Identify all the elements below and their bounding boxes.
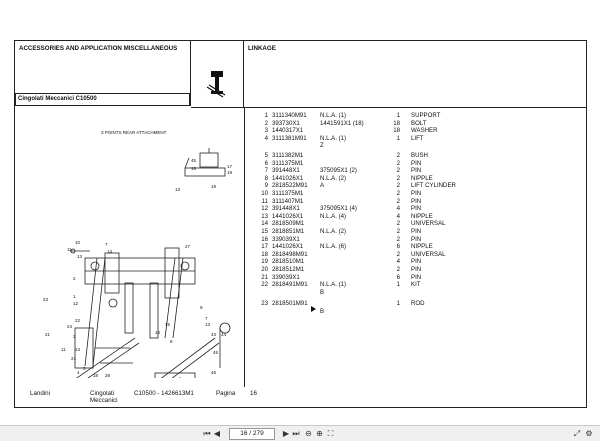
exploded-diagram: 3 POINTS REAR ATTACHMENT bbox=[15, 108, 253, 441]
svg-text:13: 13 bbox=[75, 347, 81, 352]
svg-text:46: 46 bbox=[211, 370, 217, 375]
svg-text:13: 13 bbox=[205, 322, 211, 327]
fullscreen-icon[interactable]: ⤢ bbox=[573, 429, 581, 438]
svg-text:9: 9 bbox=[200, 305, 203, 310]
svg-text:13: 13 bbox=[175, 187, 181, 192]
svg-text:23: 23 bbox=[43, 297, 49, 302]
first-page-icon[interactable]: ⏮ bbox=[203, 429, 211, 438]
model-label: Cingolati Meccanici C10500 bbox=[15, 93, 190, 106]
svg-text:3: 3 bbox=[83, 366, 86, 371]
prev-page-icon[interactable]: ◀ bbox=[213, 429, 221, 438]
zoom-in-icon[interactable]: ⊕ bbox=[316, 429, 323, 438]
svg-text:3: 3 bbox=[73, 334, 76, 339]
svg-text:21: 21 bbox=[45, 332, 51, 337]
svg-text:8: 8 bbox=[170, 339, 173, 344]
next-page-icon[interactable]: ▶ bbox=[282, 429, 290, 438]
svg-text:45: 45 bbox=[191, 158, 197, 163]
page-number-input[interactable]: 16 / 279 bbox=[229, 428, 275, 440]
section-header: ACCESSORIES AND APPLICATION MISCELLANEOU… bbox=[15, 41, 191, 94]
group-header: LINKAGE bbox=[244, 41, 586, 108]
group-title: LINKAGE bbox=[248, 45, 276, 52]
svg-text:2: 2 bbox=[73, 276, 76, 281]
column-divider bbox=[244, 107, 245, 387]
svg-text:27: 27 bbox=[185, 244, 191, 249]
svg-text:19: 19 bbox=[227, 170, 233, 175]
svg-text:10: 10 bbox=[75, 240, 81, 245]
footer-page-number: 16 bbox=[250, 390, 257, 397]
svg-text:1: 1 bbox=[73, 294, 76, 299]
section-title: ACCESSORIES AND APPLICATION MISCELLANEOU… bbox=[19, 45, 178, 52]
footer-catalog: C10500 - 1426613M1 bbox=[134, 390, 194, 397]
svg-text:14: 14 bbox=[107, 249, 113, 254]
svg-text:16: 16 bbox=[155, 330, 161, 335]
svg-text:11: 11 bbox=[61, 347, 66, 352]
svg-text:11: 11 bbox=[67, 247, 72, 252]
svg-text:18: 18 bbox=[211, 184, 217, 189]
footer-series2: Meccanici bbox=[90, 397, 118, 404]
svg-text:43: 43 bbox=[211, 332, 217, 337]
svg-text:45: 45 bbox=[213, 350, 219, 355]
footer-series: Cingolati bbox=[90, 390, 115, 397]
svg-text:4: 4 bbox=[77, 370, 80, 375]
svg-text:18: 18 bbox=[93, 373, 99, 378]
mouse-cursor-icon bbox=[311, 306, 316, 312]
svg-text:24: 24 bbox=[67, 324, 73, 329]
svg-text:7: 7 bbox=[105, 242, 108, 247]
linkage-symbol-icon bbox=[206, 71, 226, 98]
diagram-caption: 3 POINTS REAR ATTACHMENT bbox=[101, 130, 167, 135]
svg-text:7: 7 bbox=[205, 316, 208, 321]
header-logo-cell bbox=[191, 41, 244, 108]
svg-text:15: 15 bbox=[165, 322, 171, 327]
svg-text:22: 22 bbox=[75, 318, 81, 323]
svg-text:17: 17 bbox=[227, 164, 233, 169]
viewer-toolbar: ⏮ ◀ 16 / 279 ▶ ⏭ ⊖ ⊕ ⛶ ⤢ ⚙ bbox=[0, 425, 600, 441]
svg-text:12: 12 bbox=[73, 301, 79, 306]
svg-text:44: 44 bbox=[221, 332, 227, 337]
footer-brand: Landini bbox=[30, 390, 50, 397]
svg-text:21: 21 bbox=[71, 356, 77, 361]
svg-text:16: 16 bbox=[191, 166, 197, 171]
svg-text:13: 13 bbox=[77, 254, 83, 259]
fit-page-icon[interactable]: ⛶ bbox=[327, 429, 334, 438]
last-page-icon[interactable]: ⏭ bbox=[292, 429, 300, 438]
zoom-out-icon[interactable]: ⊖ bbox=[305, 429, 312, 438]
settings-icon[interactable]: ⚙ bbox=[585, 429, 593, 438]
svg-text:28: 28 bbox=[105, 373, 111, 378]
page-footer: Landini Cingolati Meccanici C10500 - 142… bbox=[14, 386, 585, 406]
footer-page-label: Pagina bbox=[216, 390, 236, 397]
